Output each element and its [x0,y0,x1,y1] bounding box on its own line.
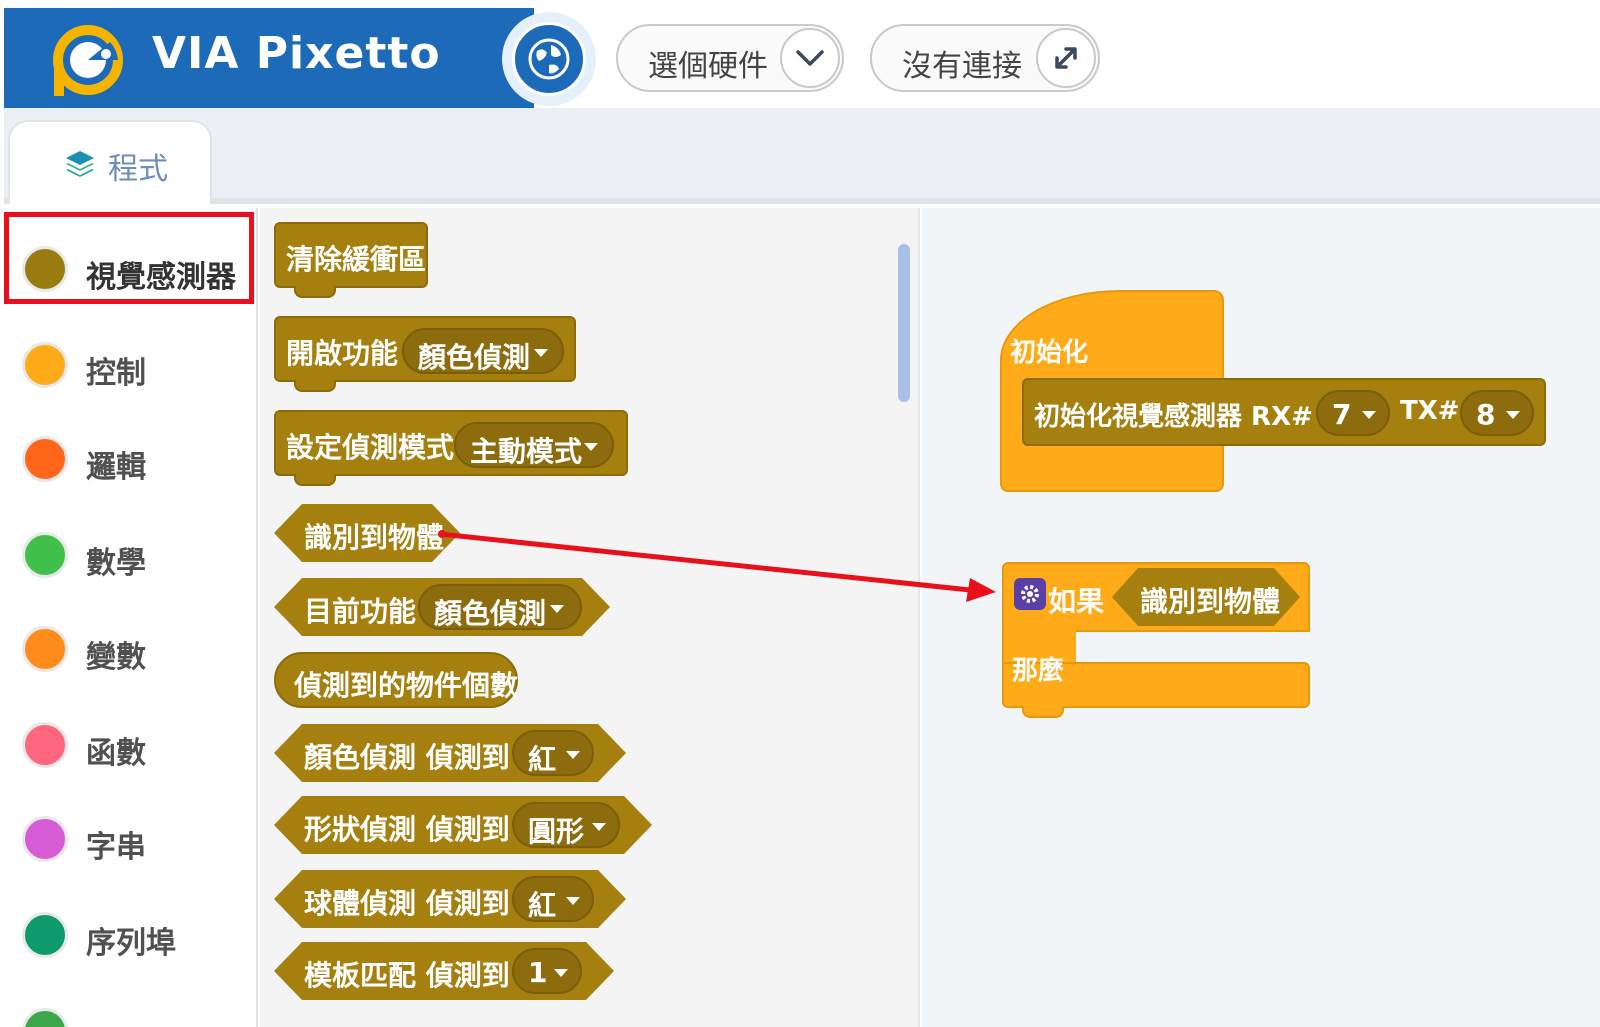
then-label: 那麼 [1012,656,1065,686]
block-init-vision-sensor[interactable]: 初始化視覺感測器 RX# 7 TX# 8 [1022,378,1546,446]
category-label: 函數 [86,736,146,771]
caret-down-icon [554,969,568,977]
color-dropdown[interactable]: 紅 [512,730,594,776]
language-button[interactable] [512,22,586,96]
category-color-dot [22,342,68,388]
block-color-detect[interactable]: 顏色偵測 偵測到 紅 [274,724,626,782]
block-clear-buffer[interactable]: 清除緩衝區 [274,222,428,298]
brand-bar: VIA Pixetto [4,8,534,108]
category-color-dot [22,246,68,292]
category-label: 數學 [86,546,146,581]
caret-down-icon [566,897,580,905]
category-functions[interactable]: 函數 [0,698,258,788]
caret-down-icon [566,751,580,759]
category-color-dot [22,436,68,482]
expand-icon[interactable] [1036,28,1096,88]
app-title: VIA Pixetto [152,28,441,79]
connection-button[interactable]: 沒有連接 [870,24,1100,92]
caret-down-icon [1506,411,1520,419]
category-strings[interactable]: 字串 [0,792,258,882]
block-shape-detect[interactable]: 形狀偵測 偵測到 圓形 [274,796,652,854]
block-object-detected[interactable]: 識別到物體 [274,504,460,562]
block-ball-detect[interactable]: 球體偵測 偵測到 紅 [274,870,626,928]
function-dropdown[interactable]: 顏色偵測 [402,328,564,374]
top-bar: VIA Pixetto 選個硬件 沒有連接 [4,8,1600,108]
block-if-then-footer [1002,662,1310,718]
annotation-highlight-box [4,212,254,304]
category-label: 視覺感測器 [86,260,236,295]
category-more[interactable] [0,984,258,1027]
hardware-select[interactable]: 選個硬件 [616,24,844,92]
block-enable-function[interactable]: 開啟功能 顏色偵測 [274,316,576,392]
category-label: 序列埠 [86,926,176,961]
category-label: 字串 [86,830,146,865]
block-template-match[interactable]: 模板匹配 偵測到 1 [274,942,614,1000]
category-color-dot [22,816,68,862]
caret-down-icon [584,443,598,451]
category-color-dot [22,532,68,578]
caret-down-icon [534,349,548,357]
mode-dropdown[interactable]: 主動模式 [454,422,614,468]
init-hat-label: 初始化 [1010,338,1089,368]
category-color-dot [22,626,68,672]
block-set-detect-mode[interactable]: 設定偵測模式 主動模式 [274,410,628,486]
block-object-detected-condition[interactable]: 識別到物體 [1112,568,1300,626]
hardware-select-label: 選個硬件 [648,49,768,84]
block-object-count[interactable]: 偵測到的物件個數 [274,652,518,708]
tab-program-label: 程式 [108,152,168,187]
chevron-down-icon[interactable] [780,28,840,88]
category-sidebar: 視覺感測器 控制 邏輯 數學 變數 函數 字串 序列埠 [0,208,258,1027]
color-dropdown[interactable]: 紅 [512,876,594,922]
category-serial[interactable]: 序列埠 [0,888,258,978]
category-color-dot [22,722,68,768]
caret-down-icon [1362,411,1376,419]
function-dropdown[interactable]: 顏色偵測 [418,584,582,630]
if-label: 如果 [1048,585,1105,618]
gear-icon[interactable] [1014,578,1046,610]
category-color-dot [22,1008,68,1027]
shape-dropdown[interactable]: 圓形 [512,802,620,848]
category-vision-sensor[interactable]: 視覺感測器 [0,222,258,312]
caret-down-icon [550,605,564,613]
pixetto-logo-icon [53,25,123,96]
flyout-scrollbar[interactable] [898,244,910,402]
category-label: 控制 [86,356,146,391]
category-control[interactable]: 控制 [0,318,258,408]
caret-down-icon [592,823,606,831]
tx-pin-dropdown[interactable]: 8 [1460,390,1534,436]
category-variables[interactable]: 變數 [0,602,258,692]
globe-icon [528,38,570,80]
connection-status: 沒有連接 [902,49,1022,84]
category-label: 變數 [86,640,146,675]
rx-pin-dropdown[interactable]: 7 [1316,390,1390,436]
category-label: 邏輯 [86,450,146,485]
category-logic[interactable]: 邏輯 [0,412,258,502]
category-math[interactable]: 數學 [0,508,258,598]
block-current-function[interactable]: 目前功能 顏色偵測 [274,578,610,636]
tab-program[interactable]: 程式 [8,120,212,204]
layers-icon [66,151,94,177]
template-dropdown[interactable]: 1 [512,948,582,994]
tab-bar: 程式 [4,108,1600,204]
category-color-dot [22,912,68,958]
